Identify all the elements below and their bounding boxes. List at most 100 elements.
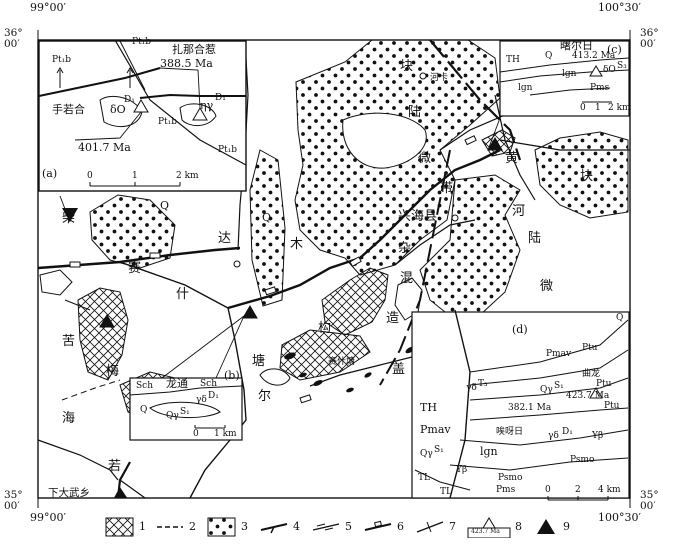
legend-symbol-quaternary [207, 517, 236, 537]
lat-deg: 35° [4, 489, 23, 501]
inset-d-q-top: Q [616, 313, 624, 323]
inset-d-tag: (d) [512, 323, 528, 336]
legend-num-2: 2 [189, 520, 196, 533]
lat-deg: 36° [4, 27, 23, 39]
corner-lat-bottom-right: 35° 00′ [640, 489, 659, 513]
legend-num-6: 6 [397, 520, 404, 533]
label-saishitang: 赛什塘 [328, 357, 356, 367]
label-za: 杂 [398, 241, 412, 256]
label-mei: 梅 [106, 364, 120, 379]
inset-b-sch-2: Sch [200, 379, 218, 389]
label-wei-right: 微 [540, 279, 554, 294]
legend-symbol-sample-location [537, 519, 555, 534]
inset-d-t3: T₃ [478, 379, 488, 389]
lat-deg: 35° [640, 489, 659, 501]
label-er: 尔 [258, 389, 272, 404]
inset-b-s1: S₁ [180, 407, 190, 417]
legend-symbol-fold [416, 521, 444, 533]
inset-d-psmo-2: Psmo [498, 473, 523, 483]
inset-c-age: 413.2 Ma [572, 51, 616, 61]
inset-d-scale-0: 0 [545, 485, 551, 495]
inset-d-qg: Qγ [540, 385, 553, 395]
label-lu-right: 陆 [528, 231, 542, 246]
inset-d-tl-1: TL [418, 473, 430, 483]
inset-c-scale-1: 1 [595, 103, 601, 113]
lat-min: 00′ [4, 500, 20, 513]
inset-a-ptib-4: Pt₁b [218, 145, 238, 155]
label-sai: 赛 [128, 261, 142, 276]
corner-lat-top-right: 36° 00′ [640, 27, 659, 51]
inset-a-scale-0: 0 [87, 171, 93, 181]
inset-c-scale-0: 0 [580, 103, 586, 113]
inset-d-qg-2: Qγ [420, 449, 433, 459]
inset-a-shouruo: 手若合 [52, 103, 85, 116]
inset-b-scale-0: 0 [193, 429, 199, 439]
label-hun: 混 [400, 271, 414, 286]
label-lu-top: 陆 [408, 105, 422, 120]
inset-b-qg: Qγ [166, 411, 179, 421]
label-q-left: Q [160, 199, 170, 212]
label-chai: 柴 [62, 211, 76, 226]
legend-symbol-dashed-fault [157, 526, 183, 528]
inset-a-d1-b: D₁ [215, 93, 226, 103]
inset-d-scale-2: 2 [575, 485, 581, 495]
label-hai: 海 [62, 411, 76, 426]
corner-lon-bottom-left: 99°00′ [30, 511, 66, 524]
inset-a-ptib-3: Pt₁b [158, 117, 178, 127]
label-shi: 什 [176, 287, 190, 302]
inset-d-lgn: lgn [480, 445, 498, 458]
label-kuai-top: 块 [400, 59, 414, 74]
inset-c-tag: (c) [607, 43, 622, 56]
label-da: 达 [218, 231, 232, 246]
inset-c-frame [499, 40, 630, 117]
inset-d-pmav-2: Pmav [420, 423, 451, 436]
inset-c-pms: Pms [590, 83, 610, 93]
label-q-mid: Q [262, 211, 272, 224]
inset-d-yb: Yβ [592, 431, 604, 441]
inset-d-yb-2: Yβ [456, 465, 468, 475]
inset-c-s3: S₃ [617, 61, 627, 71]
inset-a-eta-g: ηγ [200, 99, 214, 112]
corner-lat-bottom-left: 35° 00′ [4, 489, 23, 513]
inset-d-age-2: 382.1 Ma [508, 403, 552, 413]
thrust-teeth [69, 135, 477, 404]
legend-num-7: 7 [449, 520, 456, 533]
inset-d-qulong: 曲龙 [582, 369, 601, 379]
legend-num-4: 4 [293, 520, 300, 533]
inset-d-age-1: 423.7 Ma [566, 391, 610, 401]
lat-deg: 36° [640, 27, 659, 39]
label-kuai-right: 块 [580, 169, 594, 184]
inset-c-lgn-2: lgn [518, 83, 533, 93]
inset-b-q: Q [140, 405, 148, 415]
lat-min: 00′ [640, 38, 656, 51]
inset-d-gd-1: γδ [466, 383, 477, 393]
label-ku: 苦 [62, 334, 76, 349]
inset-a-d1-a: D₁ [124, 95, 135, 105]
inset-c-delta-o: δO [603, 65, 616, 75]
legend: 1 2 3 4 5 6 7 423.7 Ma 8 9 [105, 514, 665, 540]
inset-a-zhanahe: 扎那合惹 [172, 43, 216, 56]
inset-d-gd-2: γδ [548, 431, 559, 441]
lat-min: 00′ [640, 500, 656, 513]
label-dai: 带 [440, 181, 454, 196]
legend-num-8: 8 [515, 520, 522, 533]
label-tang: 塘 [252, 354, 266, 369]
inset-b-scale-1: 1 km [214, 429, 237, 439]
inset-d-ptu-3: Ptu [604, 401, 620, 411]
legend-num-5: 5 [345, 520, 352, 533]
label-wei-top: 微 [418, 151, 432, 166]
legend-num-1: 1 [139, 520, 146, 533]
label-xiadawu: 下大武乡 [48, 487, 90, 499]
inset-c-lgn-1: lgn [562, 69, 577, 79]
legend-symbol-boundary [364, 520, 392, 531]
inset-d-pms: Pms [496, 485, 516, 495]
corner-lat-top-left: 36° 00′ [4, 27, 23, 50]
corner-lon-top-right: 100°30′ [598, 1, 641, 14]
inset-d-s1-b: S₁ [434, 445, 444, 455]
inset-d-scale-4: 4 km [598, 485, 621, 495]
label-ruo: 若 [108, 459, 122, 474]
sample-triangles [99, 137, 503, 498]
inset-d-psmo-1: Psmo [570, 455, 595, 465]
inset-c-th: TH [506, 55, 520, 65]
